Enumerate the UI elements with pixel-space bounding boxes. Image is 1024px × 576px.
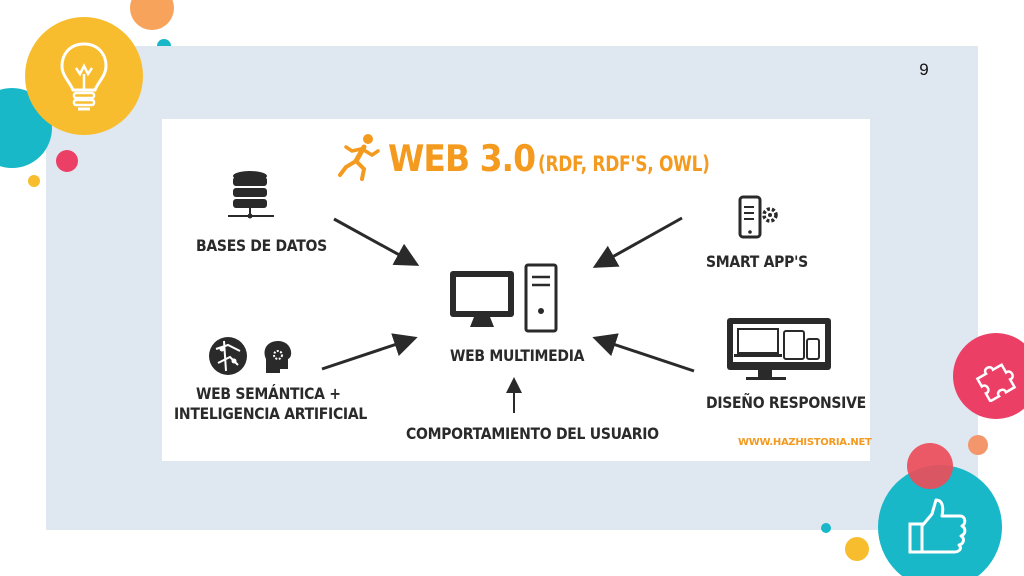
web30-diagram: WEB 3.0 (RDF, RDF'S, OWL) BASES DE DATOS… [162, 119, 872, 461]
thumbs-up-icon [908, 498, 967, 554]
label-smart-apps: SMART APP'S [706, 253, 808, 272]
database-icon [228, 171, 274, 219]
label-inteligencia-artificial: INTELIGENCIA ARTIFICIAL [174, 405, 367, 424]
running-person-icon [338, 134, 380, 181]
page-number: 9 [919, 60, 929, 79]
arrow-responsive-to-center [592, 333, 695, 373]
arrow-smart-to-center [592, 216, 683, 268]
brain-network-icon [209, 337, 292, 375]
diagram-title: WEB 3.0 [388, 137, 536, 180]
arrow-semantica-to-center [321, 333, 418, 371]
computer-icon [450, 263, 558, 333]
diagram-graphics [209, 134, 831, 413]
label-web-multimedia: WEB MULTIMEDIA [450, 347, 585, 366]
devices-icon [727, 318, 831, 380]
label-diseno-responsive: DISEÑO RESPONSIVE [706, 394, 866, 413]
label-bases-de-datos: BASES DE DATOS [196, 237, 327, 256]
label-web-semantica: WEB SEMÁNTICA + [196, 385, 341, 404]
source-credit: WWW.HAZHISTORIA.NET [738, 437, 872, 448]
puzzle-icon [975, 363, 1017, 402]
arrow-bases-to-center [333, 217, 420, 266]
diagram-subtitle: (RDF, RDF'S, OWL) [538, 152, 710, 177]
lightbulb-icon [60, 42, 108, 111]
smartphone-gear-icon [738, 195, 778, 239]
label-comportamiento-usuario: COMPORTAMIENTO DEL USUARIO [406, 425, 659, 444]
